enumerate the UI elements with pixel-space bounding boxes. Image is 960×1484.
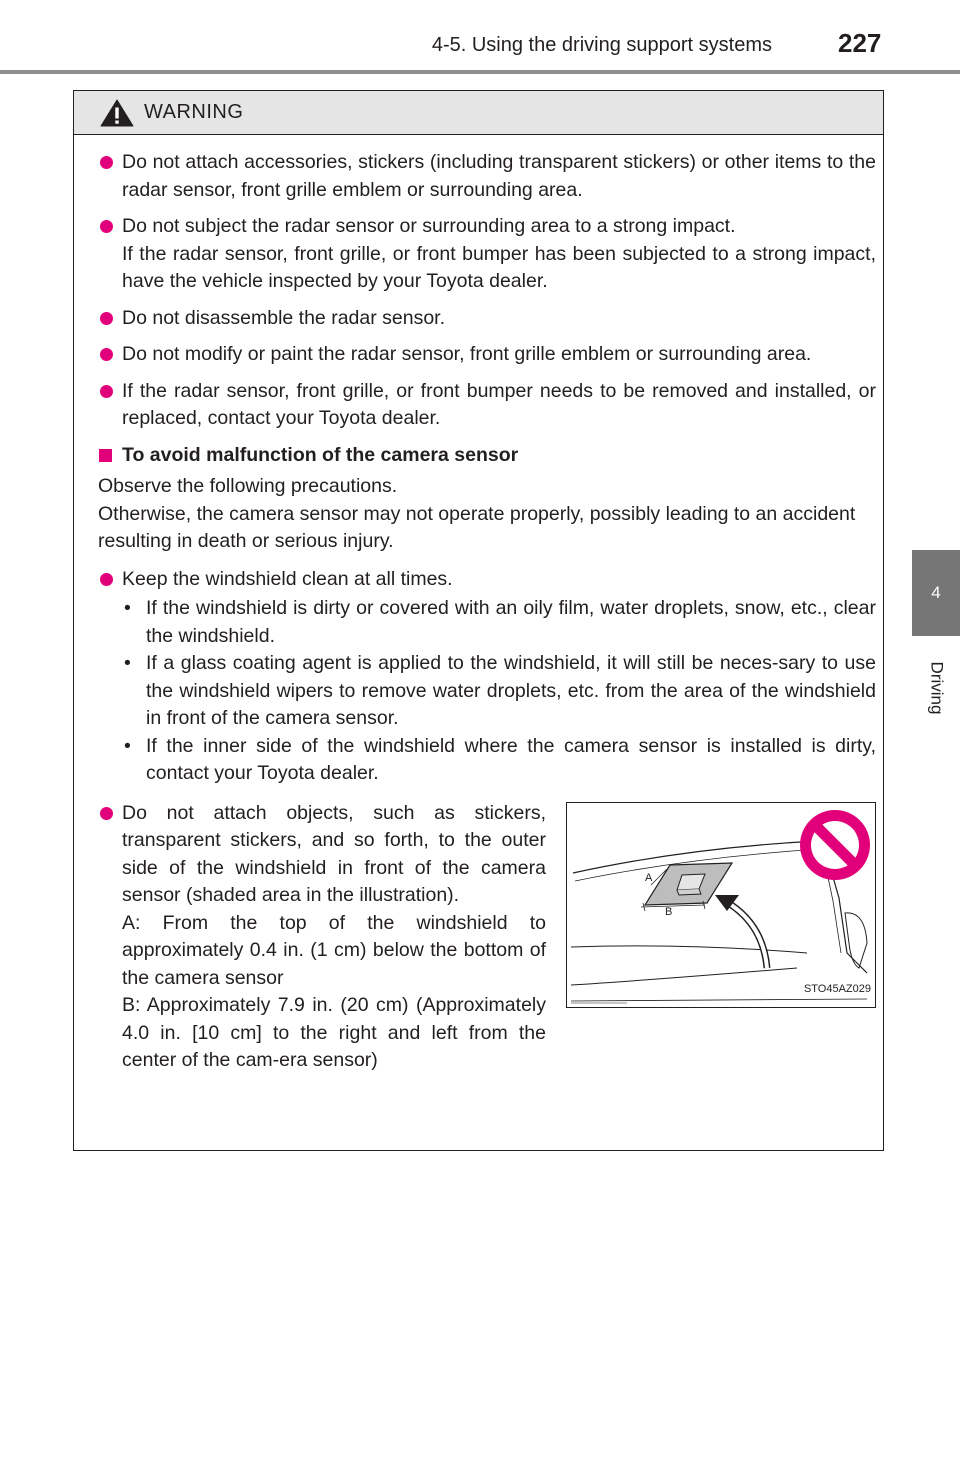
camera-intro: Observe the following precautions. Other… — [98, 475, 856, 552]
list-item: If the radar sensor, front grille, or fr… — [98, 378, 876, 433]
sub-list-item: • If the windshield is dirty or covered … — [124, 597, 876, 647]
bullet-dot-icon — [100, 220, 113, 233]
illustration-code: STO45AZ029 — [803, 983, 871, 995]
chapter-label: Driving — [912, 648, 960, 728]
sub-list-item: • If the inner side of the windshield wh… — [124, 734, 876, 785]
warning-triangle-icon — [100, 99, 134, 126]
sub-list: • If the windshield is dirty or covered … — [122, 595, 876, 788]
windshield-illustration: B A STO45AZ029 — [566, 801, 876, 1008]
windshield-drawing: B A — [570, 809, 870, 1003]
list-item: Do not attach objects, such as stickers,… — [98, 800, 546, 1075]
chapter-number: 4 — [931, 583, 941, 602]
label-b: B — [665, 906, 672, 918]
bullet-dot-icon — [100, 156, 113, 169]
list-item: Do not attach accessories, stickers (inc… — [98, 149, 876, 204]
warning-box: WARNING Do not attach accessories, stick… — [73, 90, 884, 1151]
chapter-tab[interactable]: 4 — [912, 550, 960, 636]
warning-content: Do not attach accessories, stickers (inc… — [98, 149, 876, 1084]
warning-header: WARNING — [74, 91, 883, 135]
camera-attach-section: Do not attach objects, such as stickers,… — [98, 800, 876, 1084]
chapter-label-text: Driving — [927, 661, 946, 715]
prohibition-sign-icon — [800, 809, 870, 880]
camera-heading: To avoid malfunction of the camera senso… — [98, 442, 876, 470]
page-number: 227 — [838, 28, 882, 58]
bullet-dot-icon — [100, 806, 113, 820]
list-item: Do not subject the radar sensor or surro… — [98, 213, 876, 296]
warning-title: WARNING — [144, 101, 244, 123]
list-item: Do not modify or paint the radar sensor,… — [98, 341, 876, 369]
header-rule — [0, 70, 960, 74]
bullet-dot-icon — [100, 572, 113, 586]
section-title: 4-5. Using the driving support systems — [431, 34, 772, 56]
square-bullet-icon — [99, 448, 112, 462]
bullet-dot-icon — [100, 384, 113, 398]
bullet-dot-icon — [100, 348, 113, 361]
bullet-dot-icon — [100, 311, 113, 325]
list-item: Do not disassemble the radar sensor. — [98, 305, 876, 333]
label-a: A — [645, 872, 653, 884]
sub-list-item: • If a glass coating agent is applied to… — [124, 652, 876, 729]
list-item: Keep the windshield clean at all times. … — [98, 566, 876, 788]
